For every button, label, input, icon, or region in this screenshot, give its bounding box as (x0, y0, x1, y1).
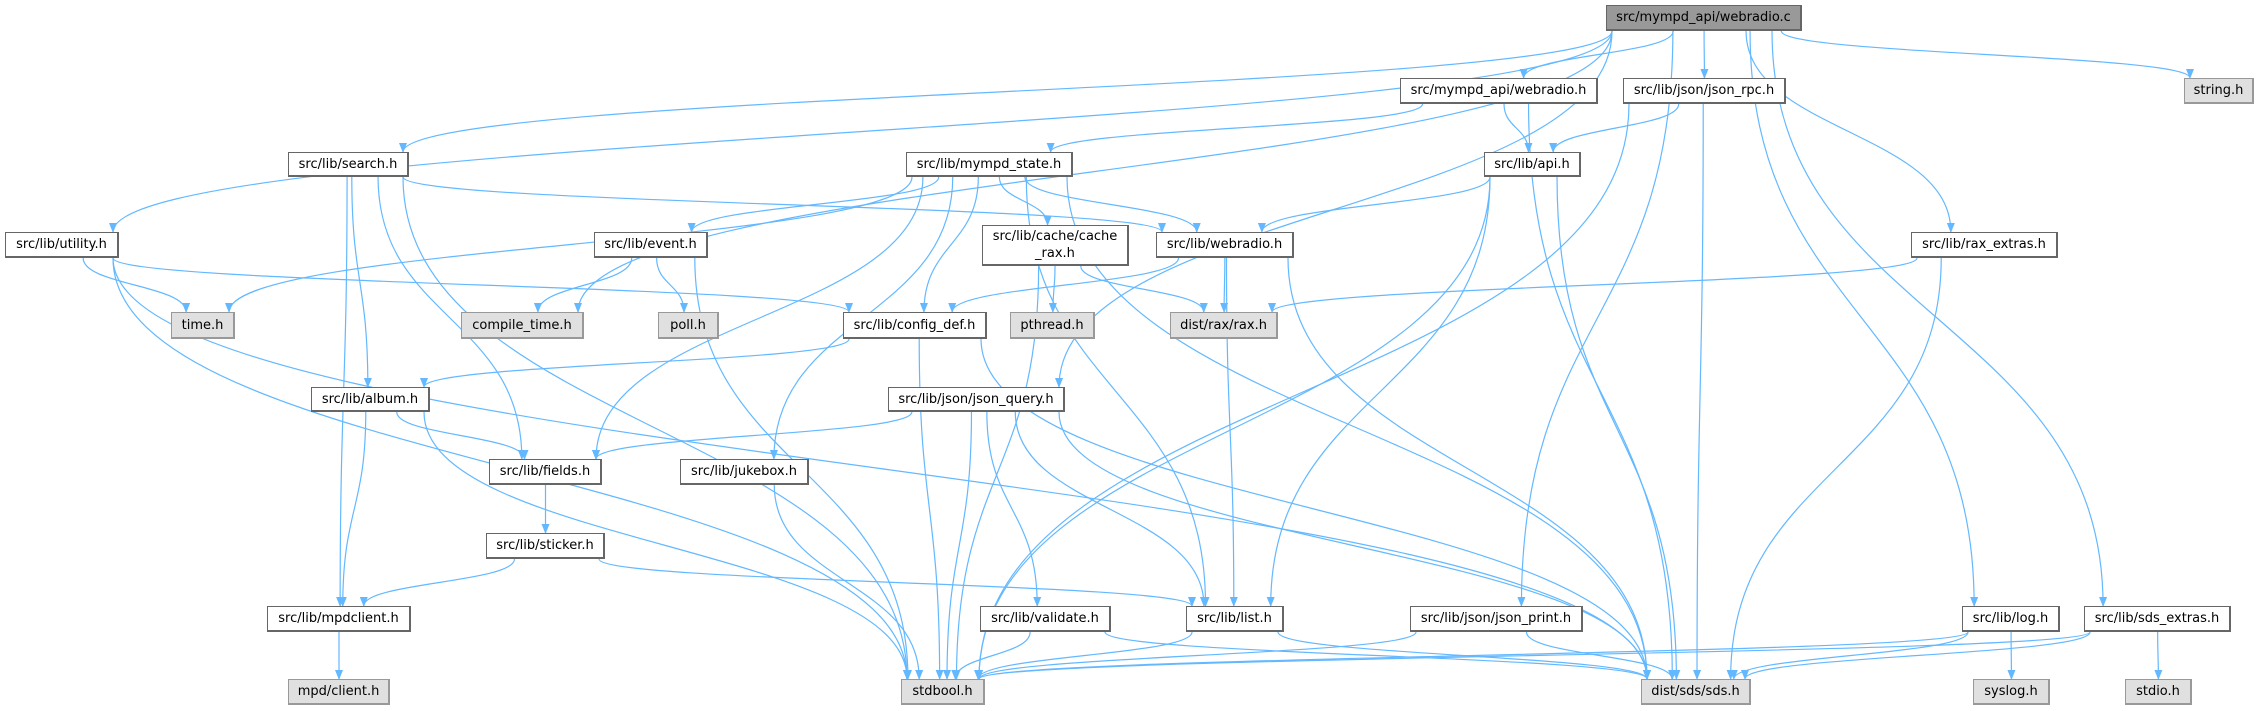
edge-event_h-to-compile_time_h (533, 257, 633, 313)
graph-node-stdbool-h: stdbool.h (901, 679, 985, 705)
edge-sds_extras_h-to-stdio_h (2154, 631, 2163, 680)
edge-search_h-to-stdbool_h (402, 176, 911, 680)
edge-webradio_c-to-search_h (399, 30, 1613, 153)
graph-node-mympd-state-h[interactable]: src/lib/mympd_state.h (906, 152, 1073, 177)
edge-api_h-to-sds_h (1556, 176, 1681, 680)
edge-webradio_c-to-log_h (1749, 30, 1979, 607)
edge-rax_extras_h-to-rax_h (1268, 257, 1918, 313)
edge-cache_rax_h-to-rax_h (1080, 265, 1208, 313)
edge-utility_h-to-time_h (82, 257, 191, 313)
edge-event_h-to-poll_h (656, 257, 688, 313)
edge-mympd_state_h-to-config_def_h (919, 176, 979, 313)
graph-node-config-def-h[interactable]: src/lib/config_def.h (843, 312, 987, 339)
edge-mympd_state_h-to-cache_rax_h (998, 176, 1052, 226)
edge-album_h-to-mpdclient_h (338, 411, 367, 607)
edge-mympd_state_h-to-fields_h (592, 176, 924, 460)
edge-webradio_c-to-api_webradio_h (1519, 30, 1674, 79)
edge-webradio_c-to-json_print_h (1517, 30, 1674, 607)
graph-node-sticker-h[interactable]: src/lib/sticker.h (486, 533, 605, 559)
graph-node-album-h[interactable]: src/lib/album.h (311, 387, 430, 412)
graph-node-lib-webradio-h[interactable]: src/lib/webradio.h (1156, 232, 1294, 258)
graph-node-json-query-h[interactable]: src/lib/json/json_query.h (888, 387, 1065, 412)
edge-api_webradio_h-to-sds_h (1527, 103, 1677, 680)
edge-config_def_h-to-album_h (420, 338, 850, 388)
edge-api_webradio_h-to-mympd_state_h (1046, 103, 1424, 153)
edge-album_h-to-fields_h (396, 411, 529, 460)
graph-node-pthread-h: pthread.h (1010, 312, 1095, 339)
edge-webradio_c-to-sds_extras_h (1771, 30, 2108, 607)
graph-node-mpd-client-h: mpd/client.h (288, 679, 390, 705)
graph-node-utility-h[interactable]: src/lib/utility.h (5, 232, 119, 258)
graph-node-search-h[interactable]: src/lib/search.h (288, 152, 409, 177)
edge-list_h-to-stdbool_h (974, 631, 1193, 680)
edge-mympd_state_h-to-sds_h (1066, 176, 1651, 680)
edge-search_h-to-lib_webradio_h (402, 176, 1166, 233)
edge-validate_h-to-sds_h (1104, 631, 1651, 680)
edge-webradio_c-to-compile_time_h (574, 30, 1613, 313)
graph-node-jukebox-h[interactable]: src/lib/jukebox.h (680, 459, 809, 485)
graph-node-string-h: string.h (2184, 78, 2254, 104)
graph-node-mpdclient-h[interactable]: src/lib/mpdclient.h (267, 606, 411, 632)
edge-json_query_h-to-stdbool_h (943, 411, 973, 680)
graph-node-sds-extras-h[interactable]: src/lib/sds_extras.h (2084, 606, 2231, 632)
graph-node-list-h[interactable]: src/lib/list.h (1186, 606, 1284, 632)
graph-node-log-h[interactable]: src/lib/log.h (1962, 606, 2060, 632)
graph-node-event-h[interactable]: src/lib/event.h (594, 232, 708, 258)
graph-node-cache-rax-h[interactable]: src/lib/cache/cache _rax.h (982, 225, 1129, 266)
edge-json_query_h-to-fields_h (592, 411, 913, 460)
edge-mympd_state_h-to-event_h (687, 176, 940, 233)
edge-webradio_c-to-string_h (1780, 30, 2194, 79)
graph-node-api-h[interactable]: src/lib/api.h (1484, 152, 1581, 177)
graph-node-poll-h: poll.h (658, 312, 719, 339)
edge-json_query_h-to-list_h (1014, 411, 1208, 607)
edge-api_webradio_h-to-api_h (1503, 103, 1533, 153)
edge-json_rpc_h-to-stdbool_h (975, 103, 1630, 680)
edge-mympd_state_h-to-time_h (225, 176, 913, 313)
edge-json_query_h-to-sds_h (1058, 411, 1651, 680)
edge-sticker_h-to-mpdclient_h (359, 558, 516, 607)
edge-json_rpc_h-to-sds_h (1693, 103, 1704, 680)
edge-lib_webradio_h-to-sds_h (1287, 257, 1651, 680)
graph-node-time-h: time.h (171, 312, 235, 339)
edge-album_h-to-stdbool_h (423, 411, 911, 680)
graph-node-json-print-h[interactable]: src/lib/json/json_print.h (1410, 606, 1583, 632)
edge-cache_rax_h-to-pthread_h (1048, 265, 1057, 313)
edge-utility_h-to-config_def_h (112, 257, 853, 313)
graph-node-syslog-h: syslog.h (1973, 679, 2050, 705)
graph-node-compile-time-h: compile_time.h (461, 312, 584, 339)
edge-search_h-to-album_h (351, 176, 372, 388)
edge-json_print_h-to-sds_h (1525, 631, 1677, 680)
edge-json_rpc_h-to-api_h (1549, 103, 1680, 153)
edge-log_h-to-stdbool_h (975, 631, 1969, 680)
edge-mympd_state_h-to-lib_webradio_h (1024, 176, 1201, 233)
graph-node-sds-h: dist/sds/sds.h (1641, 679, 1751, 705)
graph-node-api-webradio-h[interactable]: src/mympd_api/webradio.h (1400, 78, 1598, 104)
edge-sticker_h-to-list_h (598, 558, 1196, 607)
edge-cache_rax_h-to-stdbool_h (952, 265, 1040, 680)
edge-json_print_h-to-stdbool_h (975, 631, 1417, 680)
edge-sds_extras_h-to-sds_h (1741, 631, 2091, 680)
graph-node-rax-extras-h[interactable]: src/lib/rax_extras.h (1911, 232, 2058, 258)
edge-sds_extras_h-to-stdbool_h (975, 631, 2091, 680)
edge-lib_webradio_h-to-config_def_h (948, 257, 1180, 313)
edge-api_h-to-lib_webradio_h (1257, 176, 1491, 233)
edge-api_h-to-stdbool_h (975, 176, 1491, 680)
graph-node-validate-h[interactable]: src/lib/validate.h (980, 606, 1111, 632)
edge-json_query_h-to-validate_h (986, 411, 1042, 607)
edge-search_h-to-fields_h (377, 176, 526, 460)
edge-utility_h-to-sds_h (112, 257, 1651, 680)
edge-api_h-to-list_h (1266, 176, 1491, 607)
edge-validate_h-to-stdbool_h (951, 631, 1031, 680)
edge-jukebox_h-to-stdbool_h (773, 484, 924, 680)
edge-webradio_c-to-rax_extras_h (1745, 30, 1955, 233)
graph-node-fields-h[interactable]: src/lib/fields.h (489, 459, 602, 485)
graph-node-stdio-h: stdio.h (2125, 679, 2192, 705)
edge-lib_webradio_h-to-rax_h (1220, 257, 1229, 313)
edge-webradio_c-to-utility_h (109, 30, 1613, 233)
graph-node-webradio-c: src/mympd_api/webradio.c (1606, 5, 1802, 31)
graph-node-json-rpc-h[interactable]: src/lib/json/json_rpc.h (1623, 78, 1786, 104)
edge-rax_extras_h-to-sds_h (1726, 257, 1942, 680)
graph-node-rax-h: dist/rax/rax.h (1170, 312, 1278, 339)
